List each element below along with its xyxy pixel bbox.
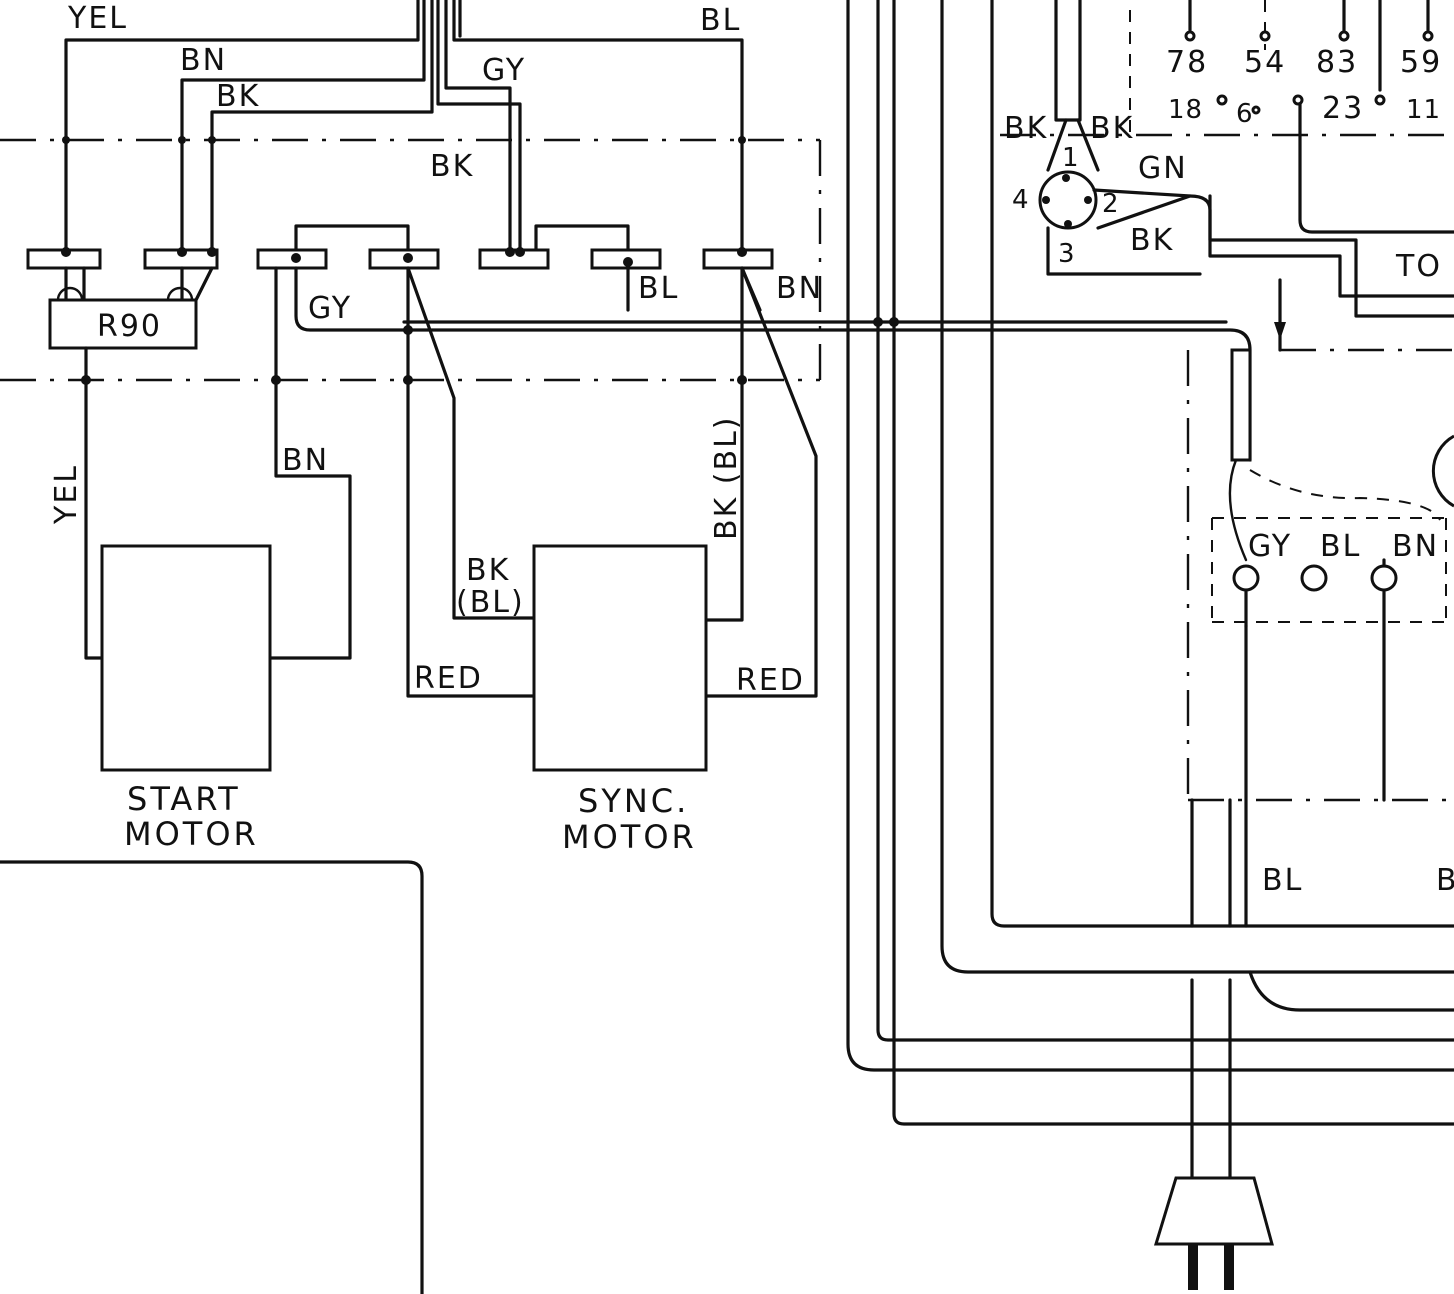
label-bk-bl-left: BK [466,553,510,588]
resistor-r90: R90 [48,266,214,350]
pin-1: 1 [1062,143,1080,173]
start-motor-label-1: START [127,780,241,818]
label-bl-mid: BL [638,271,679,306]
label-bn-mid: BN [776,271,823,306]
start-motor-label-2: MOTOR [124,815,259,853]
label-bk-switch-right: BK [1090,111,1134,146]
terminal-block [1228,434,1454,628]
terminal-18: 18 [1168,95,1203,125]
wire-labels: YEL BN BK GY BL BK GY BL BN YEL BN BK (B… [49,1,1454,898]
label-gy-term: GY [1248,529,1292,564]
switch-pin-labels: 1 2 3 4 [1012,143,1120,269]
terminal-78: 78 [1166,45,1208,80]
sync-motor-label-2: MOTOR [562,818,697,856]
terminal-23: 23 [1322,91,1364,126]
power-plug [1153,1176,1274,1290]
enclosure-outline [0,860,424,1294]
resistor-label: R90 [97,309,162,344]
label-bk-switch-low: BK [1130,223,1174,258]
sync-motor-label-1: SYNC. [578,782,689,820]
sync-motor: SYNC. MOTOR [532,544,708,856]
pin-3: 3 [1058,239,1076,269]
label-bl-top: BL [700,3,741,38]
label-bn-term: BN [1392,529,1439,564]
pin-2: 2 [1102,189,1120,219]
label-bn-low: BN [282,443,329,478]
label-gy-mid: GY [308,291,352,326]
label-red-left: RED [414,661,483,696]
label-bk-top: BK [216,79,260,114]
start-motor: START MOTOR [100,544,272,853]
terminal-number-labels: 78 54 83 59 18 6 23 11 [1166,45,1442,129]
label-bn-top: BN [180,43,227,78]
label-yel-top: YEL [67,1,128,36]
terminal-6: 6 [1236,99,1254,129]
label-bk-bl-left-paren: (BL) [456,585,525,620]
label-yel-vert: YEL [49,464,84,525]
label-gn-switch: GN [1138,151,1188,186]
cable-bundle [846,0,1454,1182]
terminal-circles [1184,30,1434,115]
top-wires [64,0,744,252]
terminal-59: 59 [1400,45,1442,80]
label-bk-bl-vert: BK (BL) [709,416,744,541]
label-gy-top: GY [482,53,526,88]
main-wiring [81,266,1252,698]
terminal-54: 54 [1244,45,1286,80]
pin-4: 4 [1012,185,1030,215]
label-bk-mid: BK [430,149,474,184]
label-to: TO [1395,249,1442,284]
label-b-bottom-cut: B [1436,863,1454,898]
connector-blocks [26,136,774,270]
label-bl-bottom: BL [1262,863,1303,898]
label-bk-switch-left: BK [1004,111,1048,146]
terminal-83: 83 [1316,45,1358,80]
switch [1038,0,1454,352]
label-bl-term: BL [1320,529,1361,564]
label-red-right: RED [736,663,805,698]
terminal-11: 11 [1406,95,1441,125]
